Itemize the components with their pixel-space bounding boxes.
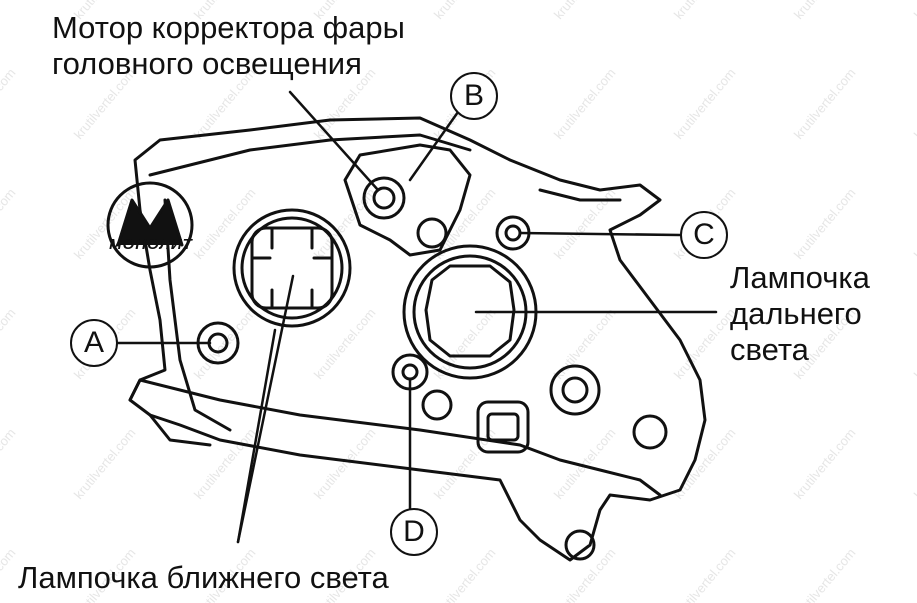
leader-low-2 xyxy=(236,328,277,544)
leveling-motor xyxy=(343,143,472,257)
motor-label-line1: Мотор корректора фары xyxy=(52,10,405,45)
bottom-bracket xyxy=(128,378,662,497)
watermark-text: krutilvertel.com xyxy=(911,0,917,22)
low-beam-label: Лампочка ближнего света xyxy=(18,560,389,595)
high-beam-label-line2: дальнего xyxy=(730,296,862,331)
high-beam-label-line1: Лампочка xyxy=(730,260,870,295)
callout-c: C xyxy=(680,211,728,259)
high-beam-label-line3: света xyxy=(730,332,809,367)
logo-text: МОНОЛИТ xyxy=(109,236,193,253)
logo-emblem xyxy=(106,181,194,269)
low-beam-socket xyxy=(232,208,352,328)
leader-motor xyxy=(288,90,380,192)
leader-c xyxy=(518,231,682,237)
callout-d: D xyxy=(390,508,438,556)
side-marker-socket xyxy=(549,364,601,416)
small-screw xyxy=(421,389,453,421)
leader-low-1 xyxy=(236,274,295,544)
logo-m-shape xyxy=(116,198,184,247)
connector xyxy=(476,400,530,454)
callout-a: A xyxy=(70,319,118,367)
mount-hole-lower xyxy=(564,529,596,561)
callout-b: B xyxy=(450,72,498,120)
motor-label-line2: головного освещения xyxy=(52,46,362,81)
mount-hole xyxy=(632,414,668,450)
housing-outline xyxy=(128,116,707,562)
housing-inner-edge xyxy=(148,133,622,432)
leader-b xyxy=(408,110,460,182)
leader-lines xyxy=(116,90,718,544)
